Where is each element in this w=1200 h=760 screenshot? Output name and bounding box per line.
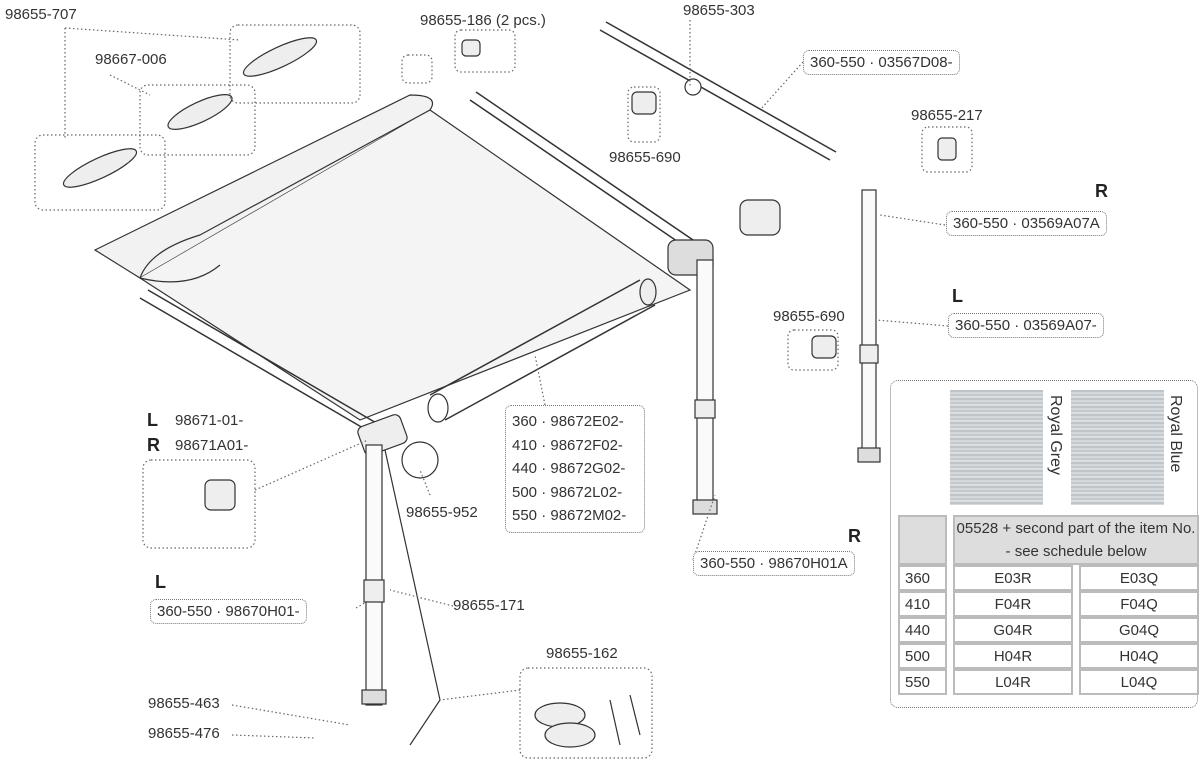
label-98655-952: 98655-952: [406, 504, 478, 521]
label-98667-006: 98667-006: [95, 51, 167, 68]
blue-code-cell: G04Q: [1079, 617, 1199, 643]
label-98655-476: 98655-476: [148, 725, 220, 742]
length-cell: 550: [898, 669, 947, 695]
label-98655-162: 98655-162: [546, 645, 618, 662]
roller-tube: [427, 278, 657, 423]
side-marker-left: L: [155, 572, 166, 592]
part-row: 410 · 98672F02-: [512, 436, 623, 454]
awning-fabric: [93, 94, 692, 421]
label-03567d08: 360-550 · 03567D08-: [803, 50, 960, 75]
blue-code-cell: F04Q: [1079, 591, 1199, 617]
length-cell: 440: [898, 617, 947, 643]
grey-code-cell: G04R: [953, 617, 1073, 643]
length-cell: 410: [898, 591, 947, 617]
part-row: 550 · 98672M02-: [512, 507, 627, 524]
blue-code-cell: E03Q: [1079, 565, 1199, 591]
leader-lines: [34, 20, 973, 759]
left-leg: [361, 444, 441, 746]
side-marker-left: L: [952, 286, 963, 306]
label-98655-690-mid: 98655-690: [773, 308, 845, 325]
label-98655-303: 98655-303: [683, 2, 755, 19]
table-row: 440 G04R G04Q: [898, 617, 1199, 643]
length-cell: 360: [898, 565, 947, 591]
right-leg: [692, 259, 718, 515]
part-row: 500 · 98672L02-: [512, 483, 623, 501]
label-03569a07a: 360-550 · 03569A07A: [946, 211, 1107, 236]
swatch-royal-grey: [950, 390, 1043, 505]
side-marker-right: R: [848, 526, 861, 546]
side-marker-right: R: [147, 435, 160, 455]
label-98655-217: 98655-217: [911, 107, 983, 124]
label-98655-690-top: 98655-690: [609, 149, 681, 166]
label-03569a07: 360-550 · 03569A07-: [948, 313, 1104, 338]
label-98670h01a: 360-550 · 98670H01A: [693, 551, 855, 576]
schedule-header: 05528 + second part of the item No. - se…: [953, 515, 1199, 565]
top-rafter: [599, 21, 837, 161]
grey-code-cell: E03R: [953, 565, 1073, 591]
label-98655-171: 98655-171: [453, 597, 525, 614]
swatch-royal-blue: [1071, 390, 1164, 505]
grey-code-cell: H04R: [953, 643, 1073, 669]
part-row: 360 · 98672E02-: [512, 413, 624, 430]
roller-tube-part-list: 360 · 98672E02- 410 · 98672F02- 440 · 98…: [505, 405, 645, 533]
label-98655-707: 98655-707: [5, 6, 77, 23]
table-row: 500 H04R H04Q: [898, 643, 1199, 669]
blue-code-cell: H04Q: [1079, 643, 1199, 669]
small-parts: [62, 37, 957, 748]
table-row: 410 F04R F04Q: [898, 591, 1199, 617]
blue-code-cell: L04Q: [1079, 669, 1199, 695]
swatch-label: Royal Blue: [1167, 395, 1184, 473]
label-98671a01: 98671A01-: [175, 437, 249, 454]
side-marker-left: L: [147, 410, 158, 430]
side-marker-right: R: [1095, 181, 1108, 201]
length-cell: 500: [898, 643, 947, 669]
grey-code-cell: L04R: [953, 669, 1073, 695]
label-98670h01: 360-550 · 98670H01-: [150, 599, 307, 624]
swatch-label: Royal Grey: [1047, 395, 1064, 476]
label-98655-463: 98655-463: [148, 695, 220, 712]
table-row: 550 L04R L04Q: [898, 669, 1199, 695]
table-row: 360 E03R E03Q: [898, 565, 1199, 591]
fabric-schedule-table: 05528 + second part of the item No. - se…: [898, 515, 1199, 695]
part-row: 440 · 98672G02-: [512, 460, 626, 477]
label-98671-01: 98671-01-: [175, 412, 244, 429]
label-98655-186: 98655-186 (2 pcs.): [420, 12, 546, 29]
empty-header-cell: [898, 515, 947, 565]
grey-code-cell: F04R: [953, 591, 1073, 617]
wall-rail-leg: [857, 189, 881, 463]
